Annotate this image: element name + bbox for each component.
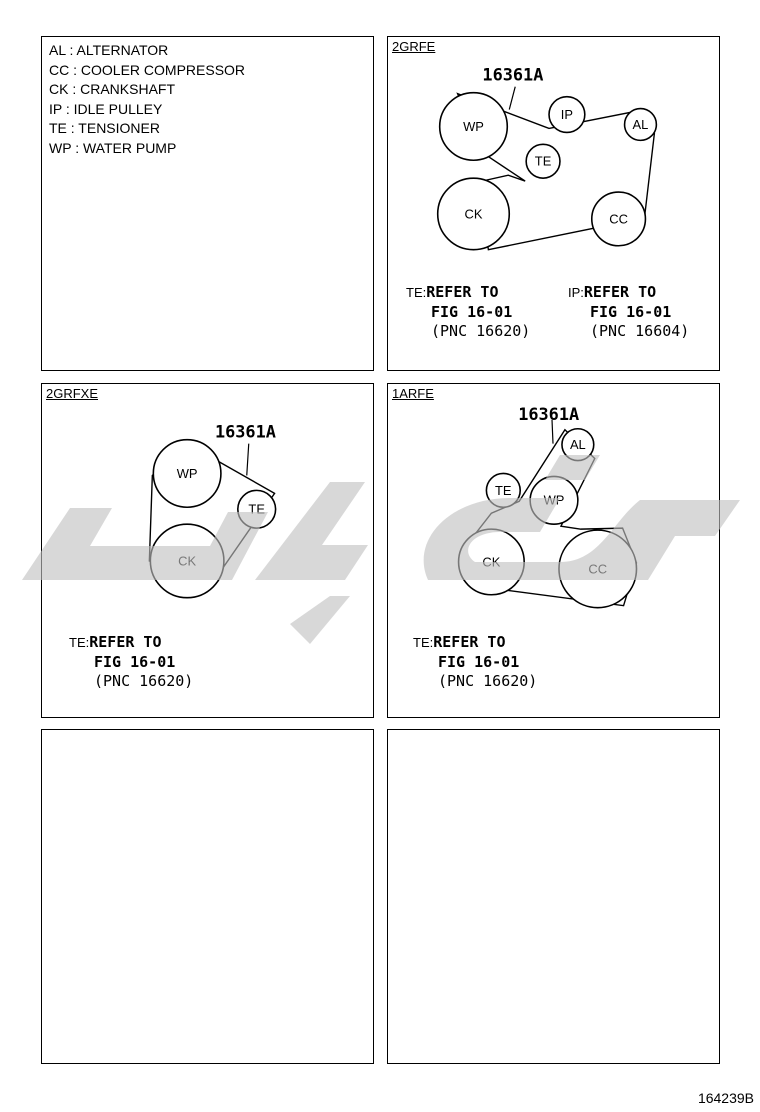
pulley-label-wp: WP xyxy=(544,493,565,508)
pulley-label-wp: WP xyxy=(177,466,198,481)
ref-line1: REFER TO xyxy=(89,633,162,651)
diagram-panel-2grfe: WP IP AL TE CK CC 16361A 2GRFE TE:REFER … xyxy=(387,36,720,371)
pulley-label-ck: CK xyxy=(178,553,196,568)
ref-line1: REFER TO xyxy=(426,283,499,301)
belt-2grfe xyxy=(456,92,656,251)
pulley-label-te: TE xyxy=(495,483,512,498)
ref-line3: (PNC 16620) xyxy=(94,672,194,690)
pulley-label-ck: CK xyxy=(465,206,483,221)
pulley-label-al: AL xyxy=(570,437,586,452)
pulley-wp-2grfe xyxy=(438,91,509,162)
part-number-2grfxe: 16361A xyxy=(215,422,276,442)
reference-note-te-2grfxe: TE:REFER TO FIG 16-01 (PNC 16620) xyxy=(69,633,193,692)
part-number-2grfe: 16361A xyxy=(482,65,543,85)
reference-note-te-1arfe: TE:REFER TO FIG 16-01 (PNC 16620) xyxy=(413,633,537,692)
legend-item-ip: IP : IDLE PULLEY xyxy=(49,100,163,117)
diagram-panel-2grfxe: WP TE CK 16361A 2GRFXE TE:REFER TO FIG 1… xyxy=(41,383,374,718)
ref-line1: REFER TO xyxy=(433,633,506,651)
pulley-label-cc: CC xyxy=(588,561,607,576)
ref-line1: REFER TO xyxy=(583,283,657,301)
figure-code: 164239B xyxy=(697,1090,754,1106)
legend-panel: AL : ALTERNATOR CC : COOLER COMPRESSOR C… xyxy=(41,36,374,371)
legend-item-wp: WP : WATER PUMP xyxy=(49,139,177,156)
ref-line2: FIG 16-01 xyxy=(438,652,520,671)
pulley-wp-2grfxe xyxy=(152,438,222,509)
belt-diagram-2grfe: WP IP AL TE CK CC 16361A xyxy=(436,65,658,251)
panel-title-1arfe: 1ARFE xyxy=(392,386,434,401)
reference-note-ip-2grfe: IP:REFER TO FIG 16-01 (PNC 16604) xyxy=(568,283,689,342)
empty-panel-left xyxy=(41,729,374,1064)
empty-panel-right xyxy=(387,729,720,1064)
pulley-al-2grfe xyxy=(623,107,658,142)
panel-title-2grfe: 2GRFE xyxy=(392,39,436,54)
pulley-label-ck: CK xyxy=(482,554,500,569)
panel-title-2grfxe: 2GRFXE xyxy=(46,386,99,401)
diagram-panel-1arfe: AL TE WP CK CC 16361A 1ARFE TE:REFER TO … xyxy=(387,383,720,718)
reference-note-te-2grfe: TE:REFER TO FIG 16-01 (PNC 16620) xyxy=(406,283,530,342)
pulley-label-cc: CC xyxy=(609,211,628,226)
leader-line-2grfxe xyxy=(246,443,250,476)
pulley-label-te: TE xyxy=(535,154,552,169)
pulley-cc-2grfe xyxy=(590,191,647,247)
ref-line3: (PNC 16620) xyxy=(438,672,538,690)
legend-item-ck: CK : CRANKSHAFT xyxy=(49,81,176,97)
legend-item-te: TE : TENSIONER xyxy=(49,120,160,136)
ref-line2: FIG 16-01 xyxy=(94,652,176,671)
leader-line-1arfe xyxy=(551,419,554,444)
pulley-label-ip: IP xyxy=(561,107,573,122)
pulley-label-wp: WP xyxy=(463,119,484,134)
pulley-ip-2grfe xyxy=(548,95,586,134)
ref-key: TE: xyxy=(406,285,427,300)
pulley-label-al: AL xyxy=(633,117,649,132)
ref-line3: (PNC 16620) xyxy=(431,322,531,340)
part-number-1arfe: 16361A xyxy=(518,404,579,424)
pulley-label-te: TE xyxy=(248,502,265,517)
pulley-te-2grfe xyxy=(525,143,561,179)
ref-line2: FIG 16-01 xyxy=(431,302,513,321)
ref-line3: (PNC 16604) xyxy=(590,322,690,340)
ref-key: TE: xyxy=(69,635,90,650)
legend-item-cc: CC : COOLER COMPRESSOR xyxy=(49,61,246,78)
ref-key: TE: xyxy=(413,635,434,650)
leader-line-2grfe xyxy=(508,86,516,110)
pulley-ck-2grfe xyxy=(436,177,511,251)
legend-item-al: AL : ALTERNATOR xyxy=(49,42,169,58)
legend-list: AL : ALTERNATOR CC : COOLER COMPRESSOR C… xyxy=(42,37,373,158)
ref-key: IP: xyxy=(568,285,584,300)
ref-line2: FIG 16-01 xyxy=(590,302,672,321)
